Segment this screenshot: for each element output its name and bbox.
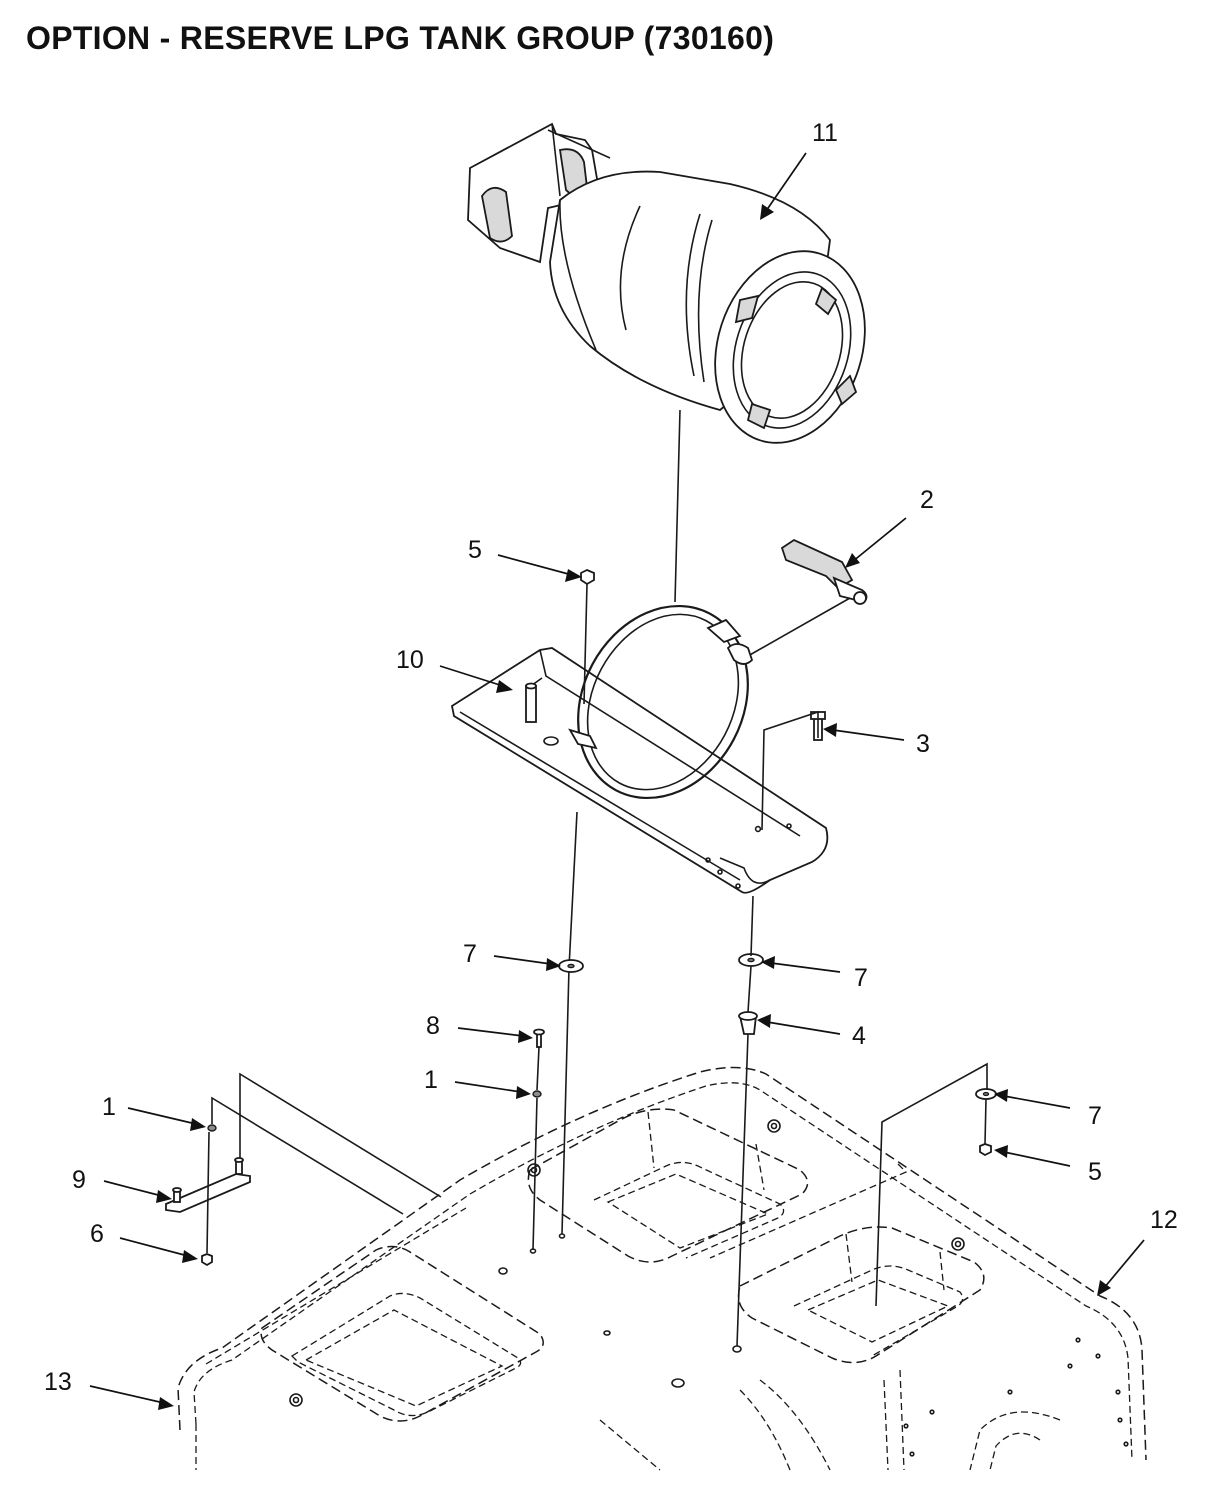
page-title: OPTION - RESERVE LPG TANK GROUP (730160) xyxy=(26,20,775,56)
nut-part-5-right-side xyxy=(979,1143,992,1157)
nut-part-6 xyxy=(201,1253,213,1267)
callout-11: 11 xyxy=(812,119,838,147)
washer-part-1-left xyxy=(207,1124,217,1132)
lpg-tank xyxy=(467,122,866,444)
callout-9: 9 xyxy=(72,1166,86,1194)
callout-7-right-side: 7 xyxy=(1088,1102,1102,1130)
callout-5-top: 5 xyxy=(468,536,482,564)
leader-arrows xyxy=(89,152,1145,1410)
spacer-part-4 xyxy=(738,1011,758,1035)
callout-2: 2 xyxy=(920,486,934,514)
callout-3: 3 xyxy=(916,730,930,758)
washer-part-7-left xyxy=(558,959,584,973)
callout-1-left: 1 xyxy=(102,1093,116,1121)
frame-body xyxy=(177,1066,1147,1471)
callout-5-right-side: 5 xyxy=(1088,1158,1102,1186)
callout-8: 8 xyxy=(426,1012,440,1040)
nut-part-5-top xyxy=(580,569,595,586)
callout-7-right: 7 xyxy=(854,964,868,992)
callout-4: 4 xyxy=(852,1022,866,1050)
callout-10: 10 xyxy=(396,646,424,674)
callout-13: 13 xyxy=(44,1368,72,1396)
screw-part-8 xyxy=(533,1028,545,1048)
latch-part xyxy=(780,538,868,605)
washer-part-7-right-side xyxy=(975,1088,997,1100)
callout-6: 6 xyxy=(90,1220,104,1248)
callout-1-center: 1 xyxy=(424,1066,438,1094)
callout-7-left: 7 xyxy=(463,940,477,968)
washer-part-1-center xyxy=(532,1090,542,1098)
mounting-bracket xyxy=(450,604,829,894)
callout-12: 12 xyxy=(1150,1206,1178,1234)
